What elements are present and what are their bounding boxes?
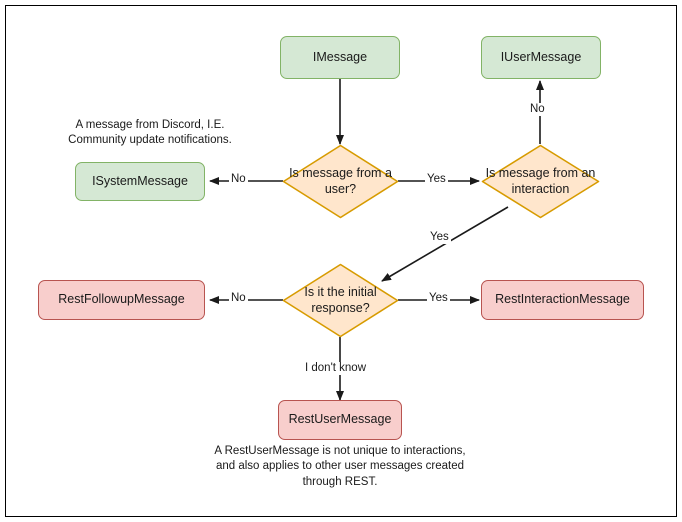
edge-label-yes-interaction: Yes xyxy=(425,173,448,186)
node-restusermessage[interactable]: RestUserMessage xyxy=(278,400,402,440)
node-restusermessage-label: RestUserMessage xyxy=(288,412,392,427)
node-isystemmessage-label: ISystemMessage xyxy=(92,173,188,188)
annotation-system-message-note: A message from Discord, I.E. Community u… xyxy=(68,119,232,147)
node-is-message-from-a-user-label: Is message from a user? xyxy=(289,166,392,196)
node-is-message-from-an-interaction-label: Is message from an interaction xyxy=(485,166,596,196)
node-restinteractionmessage[interactable]: RestInteractionMessage xyxy=(481,280,644,320)
node-iusermessage[interactable]: IUserMessage xyxy=(481,36,601,79)
node-restfollowupmessage[interactable]: RestFollowupMessage xyxy=(38,280,205,320)
edge-label-i-dont-know: I don't know xyxy=(303,362,369,375)
node-restinteractionmessage-label: RestInteractionMessage xyxy=(495,292,630,307)
node-restfollowupmessage-label: RestFollowupMessage xyxy=(58,292,185,307)
edge-label-yes-rest-interaction: Yes xyxy=(427,292,450,305)
diamond-shape xyxy=(481,144,600,219)
node-is-message-from-a-user[interactable]: Is message from a user? xyxy=(282,144,399,219)
diagram-frame xyxy=(5,5,677,517)
node-isystemmessage[interactable]: ISystemMessage xyxy=(75,162,205,201)
edge-label-yes-initial-response: Yes xyxy=(428,231,451,244)
diamond-shape xyxy=(282,263,399,338)
edge-label-no-system: No xyxy=(229,173,248,186)
node-is-it-the-initial-response-label: Is it the initial response? xyxy=(304,285,377,315)
annotation-rest-user-message-note: A RestUserMessage is not unique to inter… xyxy=(214,445,466,488)
node-iusermessage-label: IUserMessage xyxy=(500,49,582,64)
edge-label-no-followup: No xyxy=(229,292,248,305)
edge-label-no-user-message: No xyxy=(528,103,547,116)
node-is-message-from-an-interaction[interactable]: Is message from an interaction xyxy=(481,144,600,219)
node-imessage[interactable]: IMessage xyxy=(280,36,400,79)
node-imessage-label: IMessage xyxy=(312,49,368,64)
diamond-shape xyxy=(282,144,399,219)
node-is-it-the-initial-response[interactable]: Is it the initial response? xyxy=(282,263,399,338)
